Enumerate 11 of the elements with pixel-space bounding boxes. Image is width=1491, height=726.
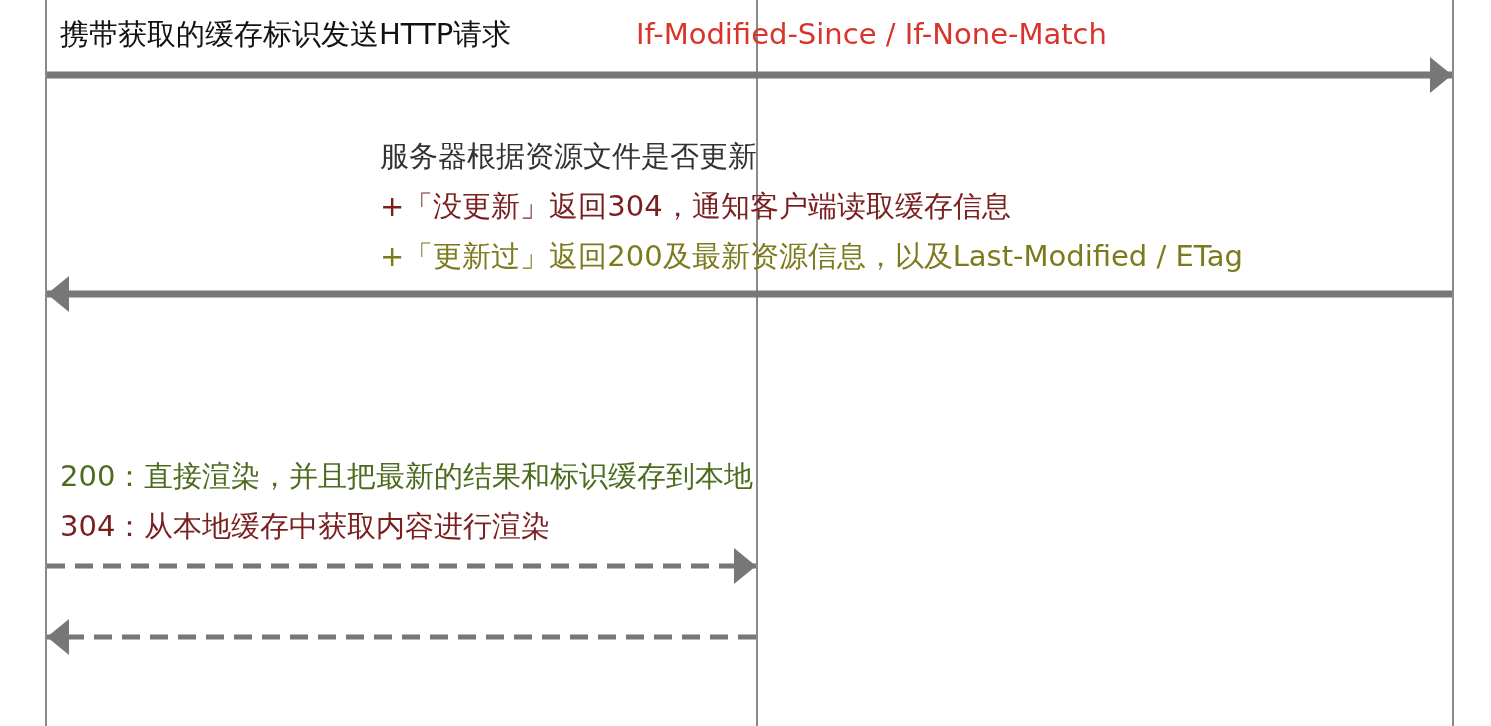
lifeline [1452,0,1454,726]
annotation-text: +「没更新」返回304，通知客户端读取缓存信息 [380,188,1011,225]
arrow [47,619,756,655]
arrow [47,548,756,584]
annotation-text: 携带获取的缓存标识发送HTTP请求 [60,16,512,53]
annotation-text: +「更新过」返回200及最新资源信息，以及Last-Modified / ETag [380,238,1243,275]
lifeline [756,0,758,726]
annotation-text: 304：从本地缓存中获取内容进行渲染 [60,508,551,545]
annotation-text: 200：直接渲染，并且把最新的结果和标识缓存到本地 [60,458,754,495]
lifeline [45,0,47,726]
annotation-text: 服务器根据资源文件是否更新 [380,138,757,175]
